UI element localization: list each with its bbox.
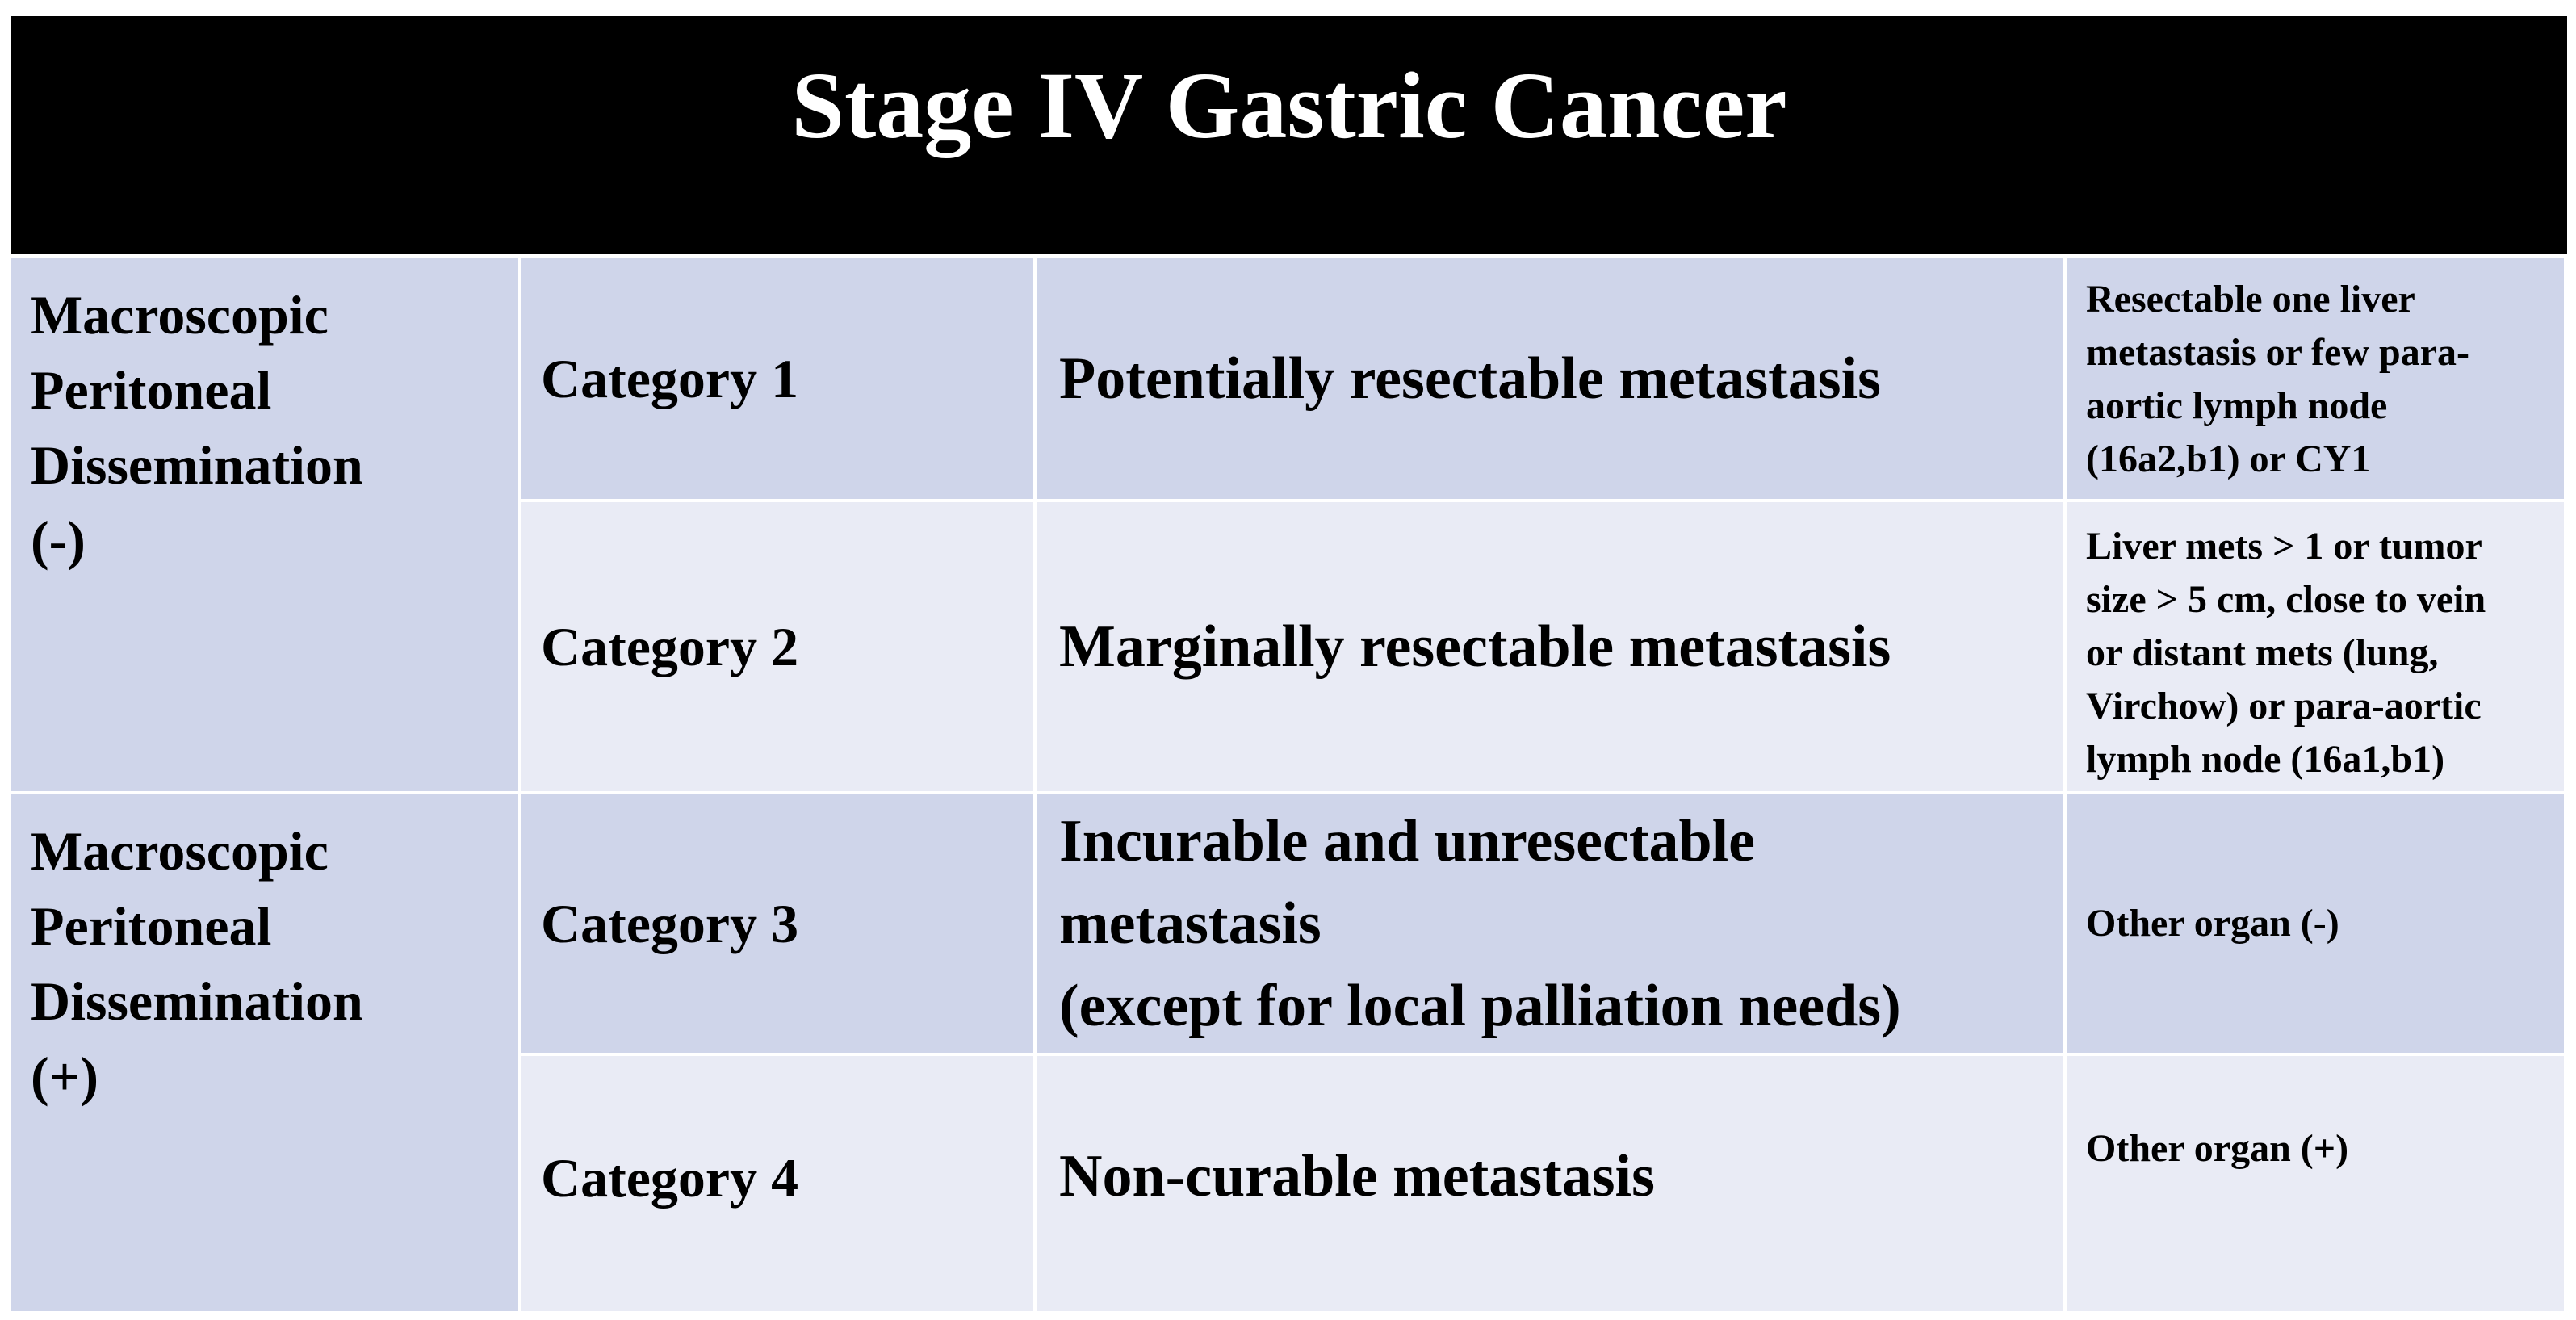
category-cell: Category 1 — [521, 258, 1037, 502]
description-cell: Non-curable metastasis — [1037, 1056, 2067, 1314]
note-line: aortic lymph node — [2086, 384, 2388, 427]
note-cell: Resectable one liver metastasis or few p… — [2067, 258, 2567, 502]
category-label: Category 4 — [541, 1147, 799, 1209]
note-cell: Other organ (-) — [2067, 794, 2567, 1056]
category-cell: Category 3 — [521, 794, 1037, 1056]
description-line: Incurable and unresectable — [1059, 808, 1756, 874]
group-peritoneal-negative: Macroscopic Peritoneal Dissemination (-) — [11, 258, 521, 794]
note-line: Resectable one liver — [2086, 278, 2415, 321]
group-label-line: Peritoneal — [31, 895, 272, 957]
group-label-line: Dissemination — [31, 970, 363, 1032]
note-line: lymph node (16a1,b1) — [2086, 738, 2445, 781]
description-cell: Incurable and unresectable metastasis (e… — [1037, 794, 2067, 1056]
description-cell: Marginally resectable metastasis — [1037, 502, 2067, 794]
category-cell: Category 2 — [521, 502, 1037, 794]
note-line: or distant mets (lung, — [2086, 631, 2439, 674]
group-label-line: Macroscopic — [31, 284, 329, 346]
description-text: Marginally resectable metastasis — [1059, 614, 1891, 680]
note-line: Other organ (-) — [2086, 902, 2339, 945]
category-label: Category 2 — [541, 615, 799, 677]
page-title: Stage IV Gastric Cancer — [791, 52, 1787, 158]
group-label-line: (-) — [31, 509, 86, 571]
description-line: (except for local palliation needs) — [1059, 973, 1901, 1039]
group-label-line: (+) — [31, 1046, 99, 1107]
note-line: Virchow) or para-aortic — [2086, 685, 2482, 727]
category-cell: Category 4 — [521, 1056, 1037, 1314]
description-line: metastasis — [1059, 890, 1322, 957]
note-line: Other organ (+) — [2086, 1127, 2349, 1170]
note-line: metastasis or few para- — [2086, 331, 2470, 374]
note-line: (16a2,b1) or CY1 — [2086, 438, 2371, 480]
classification-table: Macroscopic Peritoneal Dissemination (-)… — [11, 258, 2567, 1314]
description-text: Non-curable metastasis — [1059, 1143, 1655, 1209]
description-cell: Potentially resectable metastasis — [1037, 258, 2067, 502]
group-label-line: Peritoneal — [31, 359, 272, 421]
note-line: size > 5 cm, close to vein — [2086, 578, 2486, 621]
group-peritoneal-positive: Macroscopic Peritoneal Dissemination (+) — [11, 794, 521, 1314]
note-line: Liver mets > 1 or tumor — [2086, 525, 2482, 568]
group-label-line: Dissemination — [31, 434, 363, 496]
title-bar: Stage IV Gastric Cancer — [11, 16, 2567, 254]
note-cell: Liver mets > 1 or tumor size > 5 cm, clo… — [2067, 502, 2567, 794]
note-cell: Other organ (+) — [2067, 1056, 2567, 1314]
group-label-line: Macroscopic — [31, 820, 329, 882]
category-label: Category 3 — [541, 892, 799, 954]
category-label: Category 1 — [541, 347, 799, 409]
description-text: Potentially resectable metastasis — [1059, 346, 1881, 412]
